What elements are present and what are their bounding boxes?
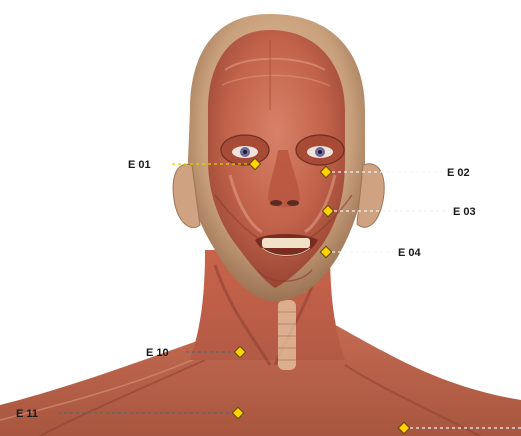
- label-e03: E 03: [453, 206, 476, 218]
- label-e01: E 01: [128, 159, 151, 171]
- label-e11: E 11: [16, 408, 38, 420]
- label-e04: E 04: [398, 247, 422, 259]
- label-e02: E 02: [447, 167, 470, 179]
- label-e10: E 10: [146, 347, 169, 359]
- head: [173, 14, 384, 302]
